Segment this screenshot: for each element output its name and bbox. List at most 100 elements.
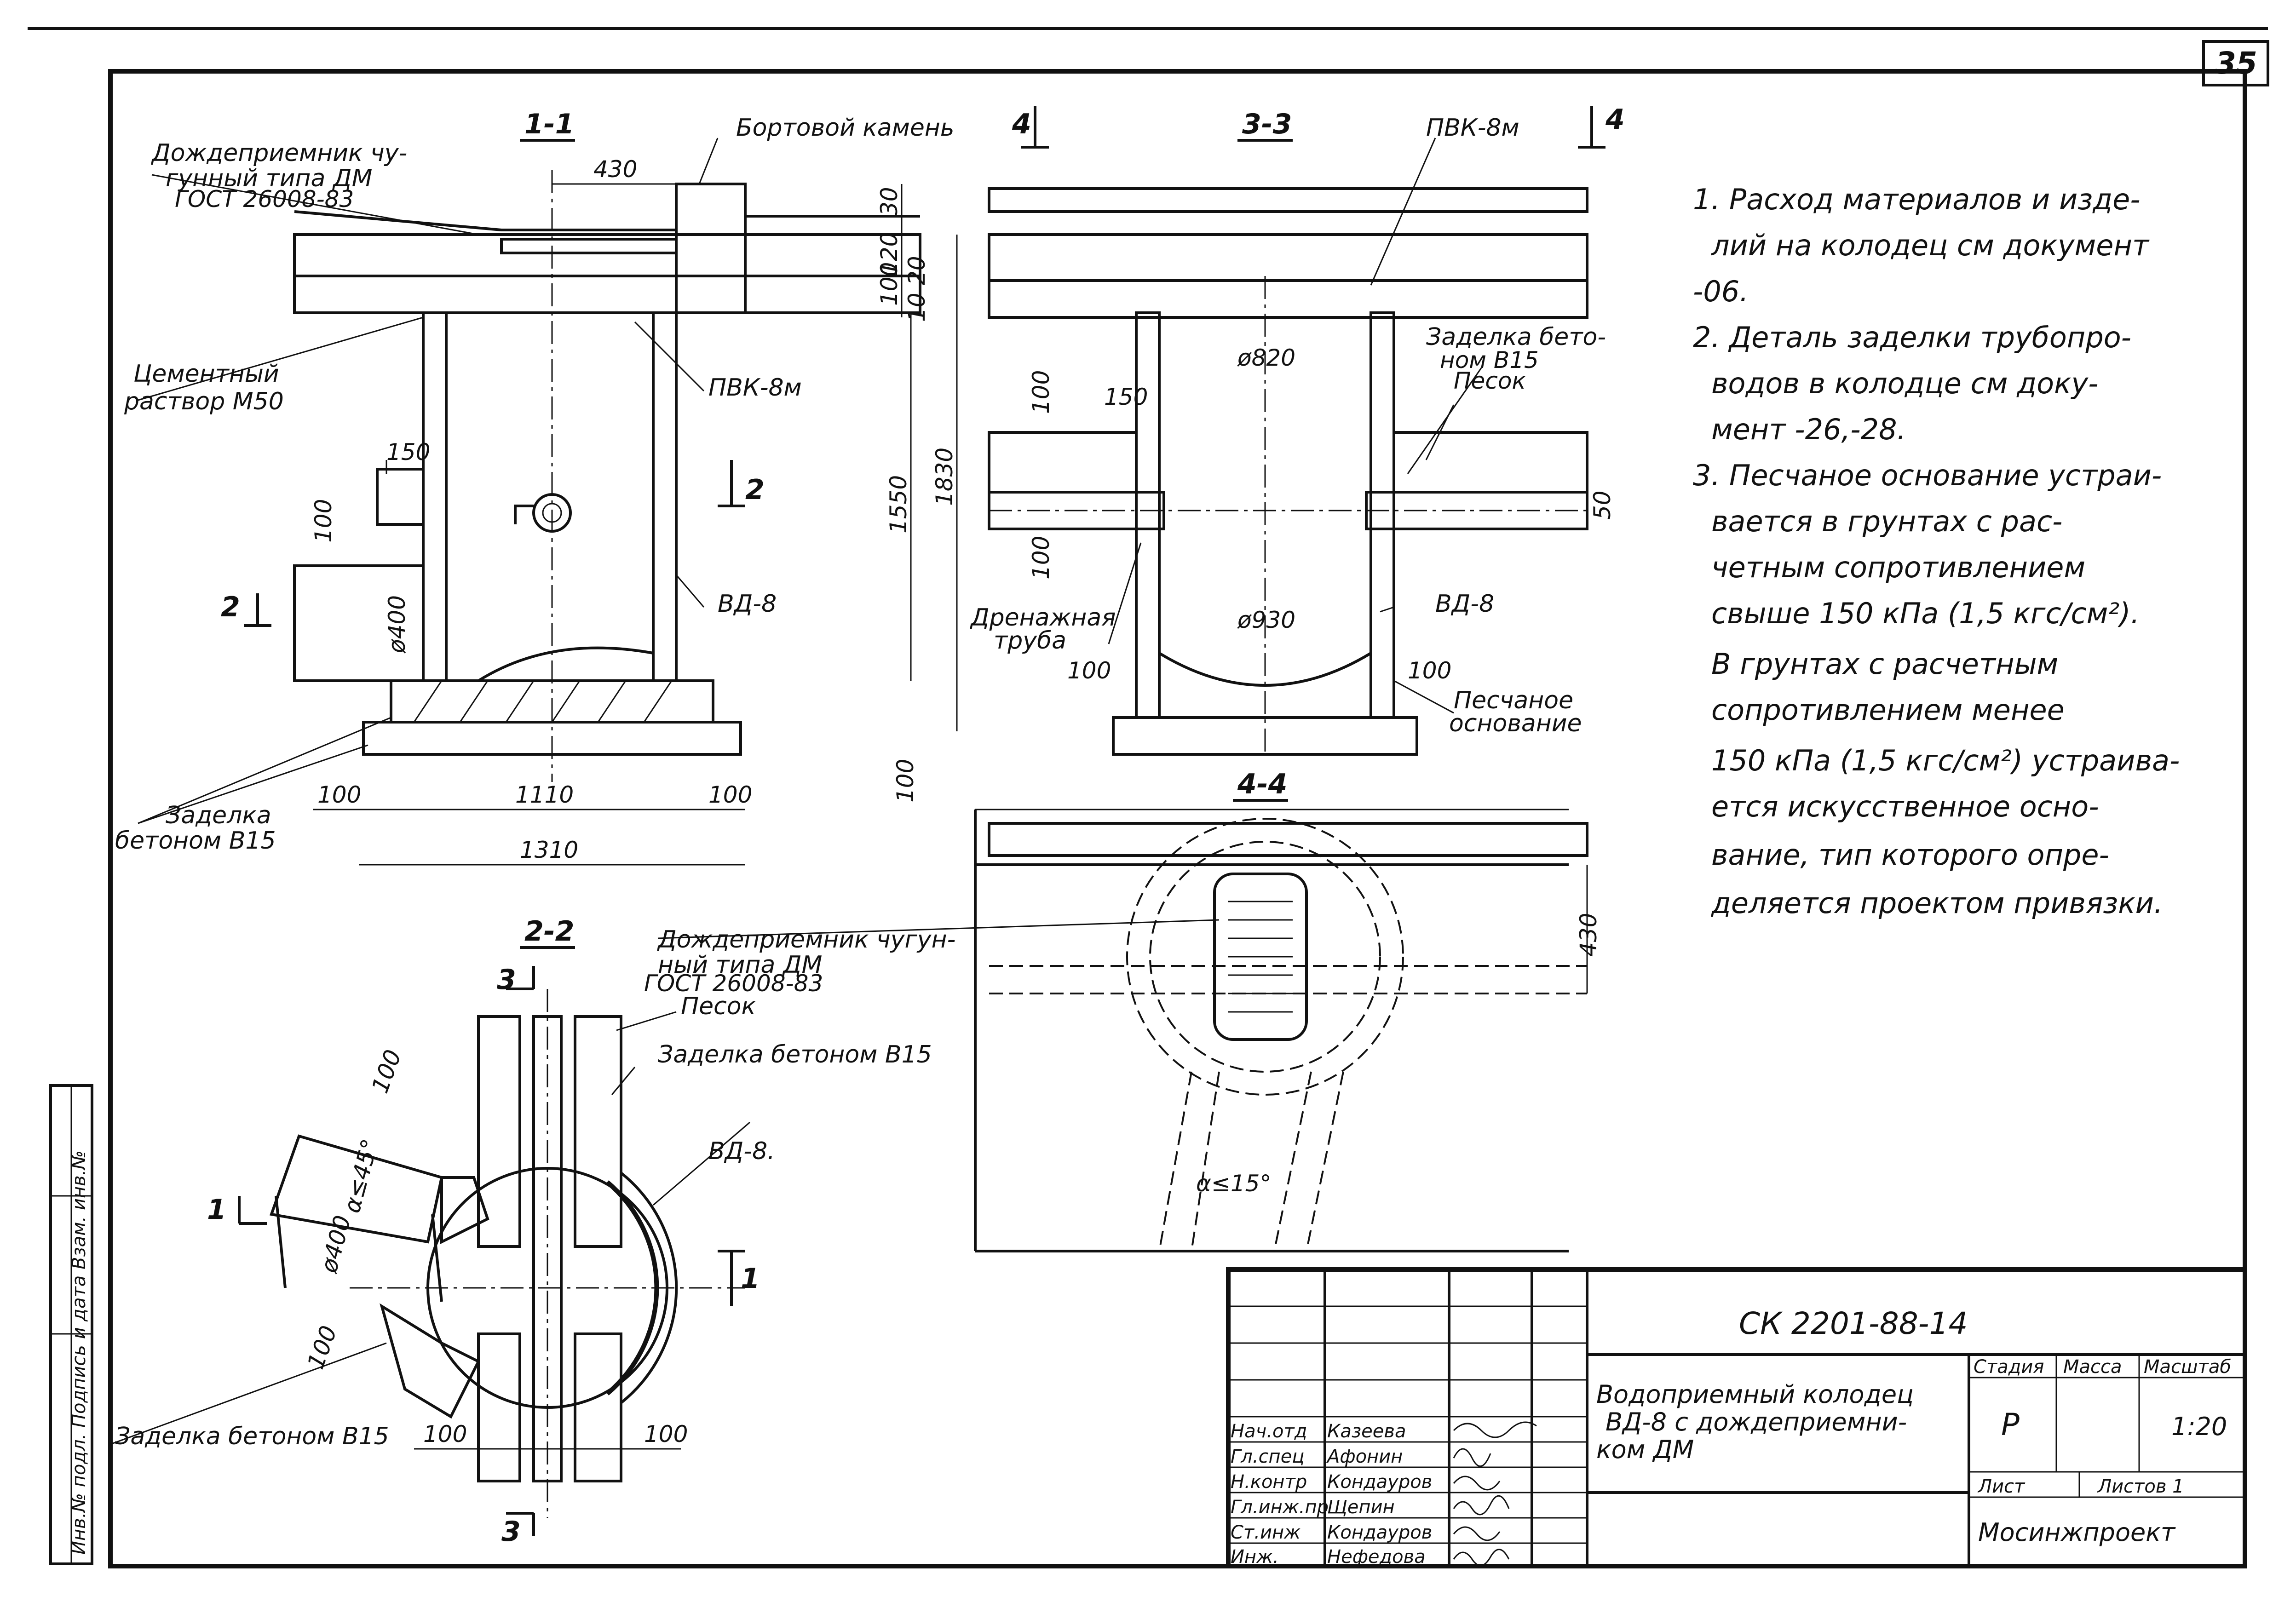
dim-1110: 1110 <box>515 781 574 808</box>
mass-label: Масса <box>2063 1356 2122 1378</box>
label-seal-2: бетоном В15 <box>115 827 276 855</box>
label-vd-2-2: ВД-8. <box>708 1137 775 1165</box>
staff-role-3: Н.контр <box>1231 1471 1307 1493</box>
cut-1-left: 1 <box>207 1194 226 1226</box>
label-seal-2-2-bottom: Заделка бетоном В15 <box>115 1423 389 1450</box>
note-line-6: мент -26,-28. <box>1711 413 1906 446</box>
label-drain-a: Дренажная <box>970 604 1116 632</box>
label-curb-stone: Бортовой камень <box>736 114 955 142</box>
label-rain-inlet-3: ГОСТ 26008-83 <box>175 186 354 212</box>
staff-name-3: Кондауров <box>1327 1471 1432 1493</box>
stage-label: Стадия <box>1974 1356 2044 1378</box>
label-seal-3-3-b: ном В15 <box>1440 347 1539 373</box>
signature-5 <box>1453 1526 1501 1541</box>
dim-120: 120 <box>876 232 903 276</box>
signature-3 <box>1453 1476 1501 1491</box>
label-pvk-3-3: ПВК-8м <box>1426 114 1519 142</box>
dim-100-3-3-a: 100 <box>1028 370 1054 414</box>
label-sand-base-a: Песчаное <box>1454 687 1573 714</box>
label-dia-930: ø930 <box>1237 607 1295 633</box>
section-4-4: 4-4 430 α≤15° <box>657 768 1602 1252</box>
section-2-2: 2-2 3 3 1 1 Дождеприемник чугун- <box>110 915 955 1548</box>
label-drain-b: труба <box>994 627 1066 655</box>
staff-role-2: Гл.спец <box>1231 1446 1305 1467</box>
signature-2 <box>1453 1448 1491 1467</box>
staff-name-1: Казеева <box>1327 1421 1406 1442</box>
signature-6 <box>1453 1549 1510 1567</box>
label-sand-base-b: основание <box>1449 710 1582 737</box>
label-pipe-dia-1-1: ø400 <box>384 595 410 654</box>
general-notes: 1. Расход материалов и изде- лий на коло… <box>1693 183 2180 920</box>
note-line-5: водов в колодце см доку- <box>1711 367 2099 400</box>
cut-2-right: 2 <box>745 474 765 506</box>
cut-1-right: 1 <box>741 1263 760 1295</box>
label-dia-820: ø820 <box>1237 345 1295 371</box>
dim-100-3-3-d: 100 <box>1408 657 1451 684</box>
organization: Мосинжпроект <box>1978 1518 2176 1547</box>
dim-100-1-1: 100 <box>310 499 337 543</box>
signature-1 <box>1453 1421 1537 1438</box>
dim-100: 100 <box>876 262 903 306</box>
label-sand-2-2: Песок <box>681 993 756 1020</box>
label-seal-2-2-top: Заделка бетоном В15 <box>658 1041 932 1068</box>
doc-title-2: ВД-8 с дождеприемни- <box>1605 1407 1907 1436</box>
section-title-4-4: 4-4 <box>1237 768 1287 800</box>
dim-100-3-3-b: 100 <box>1028 536 1054 580</box>
staff-name-4: Щепин <box>1327 1497 1395 1518</box>
cut-3-top: 3 <box>497 964 516 996</box>
staff-name-6: Нефедова <box>1327 1546 1426 1568</box>
note-line-14: ется искусственное осно- <box>1711 790 2099 823</box>
dim-430-top: 430 <box>593 156 637 183</box>
note-line-9: четным сопротивлением <box>1711 551 2085 584</box>
note-line-3: -06. <box>1693 275 1749 308</box>
stage-value: Р <box>2001 1407 2020 1442</box>
note-line-11: В грунтах с расчетным <box>1711 647 2058 681</box>
label-sand-3-3: Песок <box>1454 368 1526 394</box>
sheet-label: Лист <box>1977 1476 2026 1497</box>
dim-100-2-2-a: 100 <box>367 1046 407 1097</box>
note-line-4: 2. Деталь заделки трубопро- <box>1693 321 2131 354</box>
section-title-2-2: 2-2 <box>524 915 574 948</box>
dim-30: 30 <box>876 187 903 216</box>
dim-100-left: 100 <box>317 781 361 808</box>
dim-1830: 1830 <box>931 448 958 506</box>
dim-100-2-2-b: 100 <box>302 1322 342 1373</box>
label-seal-1: Заделка <box>166 802 271 829</box>
scale-value: 1:20 <box>2171 1412 2227 1441</box>
staff-role-6: Инж. <box>1231 1546 1279 1568</box>
dim-1310: 1310 <box>520 837 578 863</box>
note-line-7: 3. Песчаное основание устраи- <box>1693 459 2162 492</box>
dim-100-2-2-d: 100 <box>644 1421 688 1447</box>
dim-100-right: 100 <box>708 781 752 808</box>
cut-2-left: 2 <box>221 591 240 623</box>
dim-150-3-3: 150 <box>1104 384 1148 410</box>
cut-4-right: 4 <box>1605 103 1625 136</box>
signature-4 <box>1453 1495 1510 1516</box>
note-line-15: вание, тип которого опре- <box>1711 838 2109 872</box>
sheet-frame: 35 <box>28 27 2269 1568</box>
label-seal-3-3-a: Заделка бето- <box>1426 323 1606 351</box>
dim-20: 20 <box>903 256 930 285</box>
sheet-number: 35 <box>2215 46 2257 81</box>
scale-label: Масштаб <box>2144 1356 2231 1378</box>
dim-430-4-4: 430 <box>1575 913 1602 957</box>
section-3-3: 3-3 4 4 ПВК-8м ø820 ø930 Заделка бет <box>970 103 1625 756</box>
note-line-10: свыше 150 кПа (1,5 кгс/см²). <box>1711 597 2140 630</box>
doc-code: СК 2201-88-14 <box>1739 1306 1968 1341</box>
label-cement-1: Цементный <box>133 360 279 388</box>
note-line-12: сопротивлением менее <box>1711 693 2065 727</box>
label-rain-inlet-2-2-c: ГОСТ 26008-83 <box>644 970 823 997</box>
cut-3-bottom: 3 <box>501 1516 521 1548</box>
dim-150-1-1: 150 <box>386 439 430 465</box>
dim-10: 10 <box>903 293 930 322</box>
dim-50-3-3: 50 <box>1589 490 1616 520</box>
label-rain-inlet-2-2-b: ный типа ДМ <box>658 951 822 979</box>
note-line-13: 150 кПа (1,5 кгс/см²) устраива- <box>1711 744 2180 777</box>
side-stamp: Инв.№ подл. Подпись и дата Взам. инв.№ <box>49 1084 93 1565</box>
doc-title-1: Водоприемный колодец <box>1596 1380 1914 1409</box>
label-pvk-1-1: ПВК-8м <box>708 374 802 402</box>
staff-role-4: Гл.инж.пр <box>1231 1497 1329 1518</box>
label-vd-3-3: ВД-8 <box>1435 590 1494 618</box>
label-cement-2: раствор М50 <box>124 388 284 415</box>
